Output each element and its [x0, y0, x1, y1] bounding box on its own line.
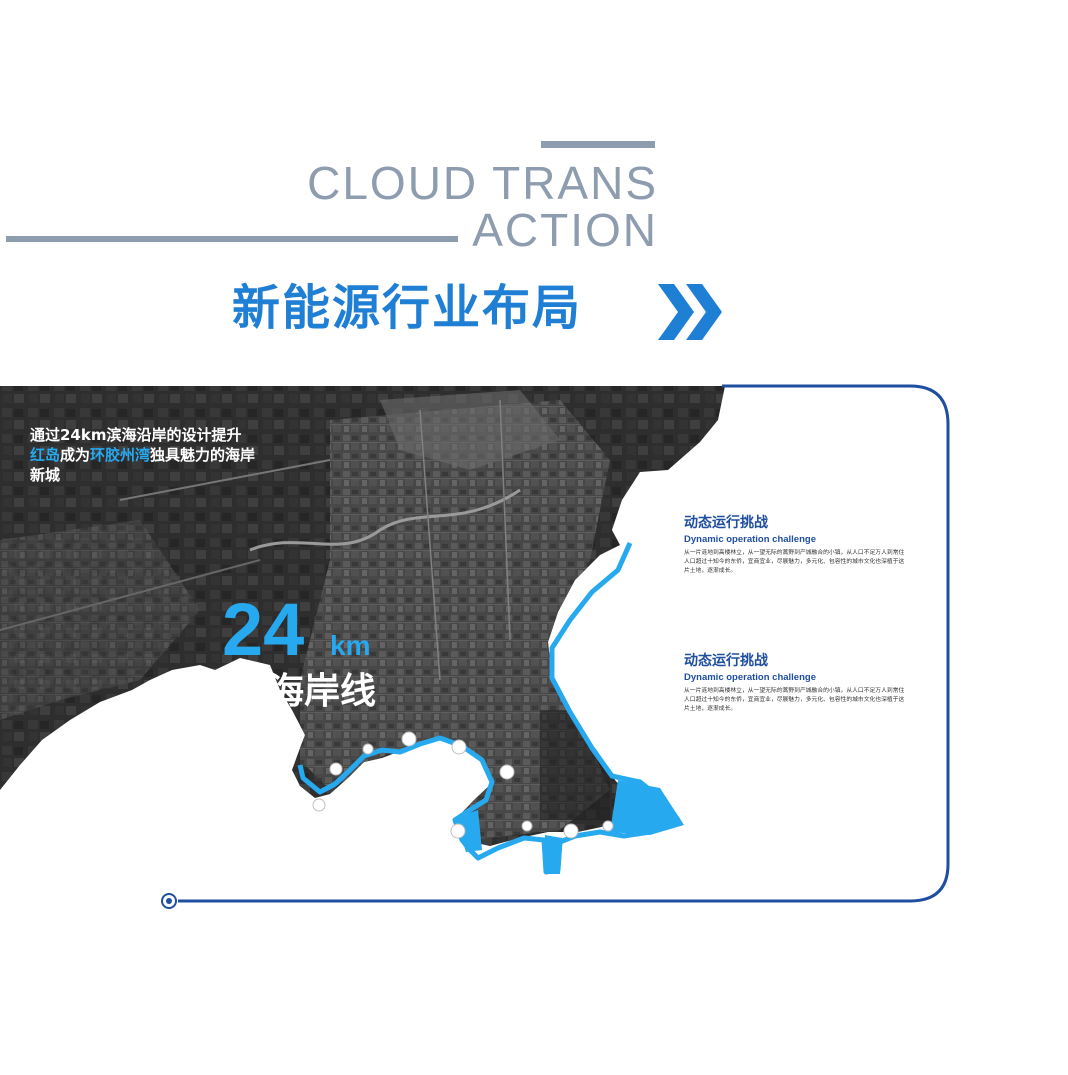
circle-marker-icon: [563, 823, 579, 839]
intro-part-3: 独具魅力的海岸新城: [30, 446, 256, 484]
info-body: 从一片涟地到高楼林立，从一望无际的蒿野到产城融合的小镇，从人口不足万人到常住人口…: [684, 550, 905, 574]
circle-marker-icon: [521, 820, 533, 832]
circle-marker-icon: [451, 739, 467, 755]
intro-text: 通过24km滨海沿岸的设计提升红岛成为环胶州湾独具魅力的海岸新城: [30, 425, 265, 485]
double-chevron-right-icon: [658, 284, 722, 340]
stat-value: 24: [222, 588, 305, 671]
circle-marker-icon: [362, 743, 374, 755]
section-heading: 新能源行业布局: [232, 280, 583, 336]
info-title: 动态运行挑战: [684, 653, 768, 669]
info-block: 动态运行挑战 Dynamic operation challenge 从一片涟地…: [684, 514, 910, 576]
intro-highlight-1: 红岛: [30, 446, 61, 464]
title-line-1: CLOUD TRANS: [307, 157, 658, 209]
stat-unit: km: [330, 630, 371, 661]
title-accent-bar: [541, 141, 655, 148]
circle-marker-icon: [312, 798, 326, 812]
intro-part-2: 成为: [60, 446, 91, 464]
stat-label: 海岸线: [268, 671, 377, 712]
info-body: 从一片涟地到高楼林立，从一望无际的蒿野到产城融合的小镇，从人口不足万人到常住人口…: [684, 688, 905, 712]
circle-marker-icon: [499, 764, 515, 780]
intro-highlight-2: 环胶州湾: [90, 446, 151, 464]
intro-part-1: 通过24km滨海沿岸的设计提升: [30, 426, 242, 444]
title-line-2: ACTION: [472, 204, 658, 256]
circle-marker-icon: [450, 823, 466, 839]
circle-marker-icon: [329, 762, 343, 776]
info-title: 动态运行挑战: [684, 515, 768, 531]
circle-marker-icon: [401, 731, 417, 747]
title-underline-bar: [6, 236, 458, 242]
circle-marker-icon: [602, 820, 614, 832]
target-circle-icon: [161, 893, 177, 909]
info-subtitle: Dynamic operation challenge: [684, 534, 816, 545]
info-block: 动态运行挑战 Dynamic operation challenge 从一片涟地…: [684, 652, 910, 714]
info-subtitle: Dynamic operation challenge: [684, 672, 816, 683]
coastline-map: [0, 384, 950, 909]
